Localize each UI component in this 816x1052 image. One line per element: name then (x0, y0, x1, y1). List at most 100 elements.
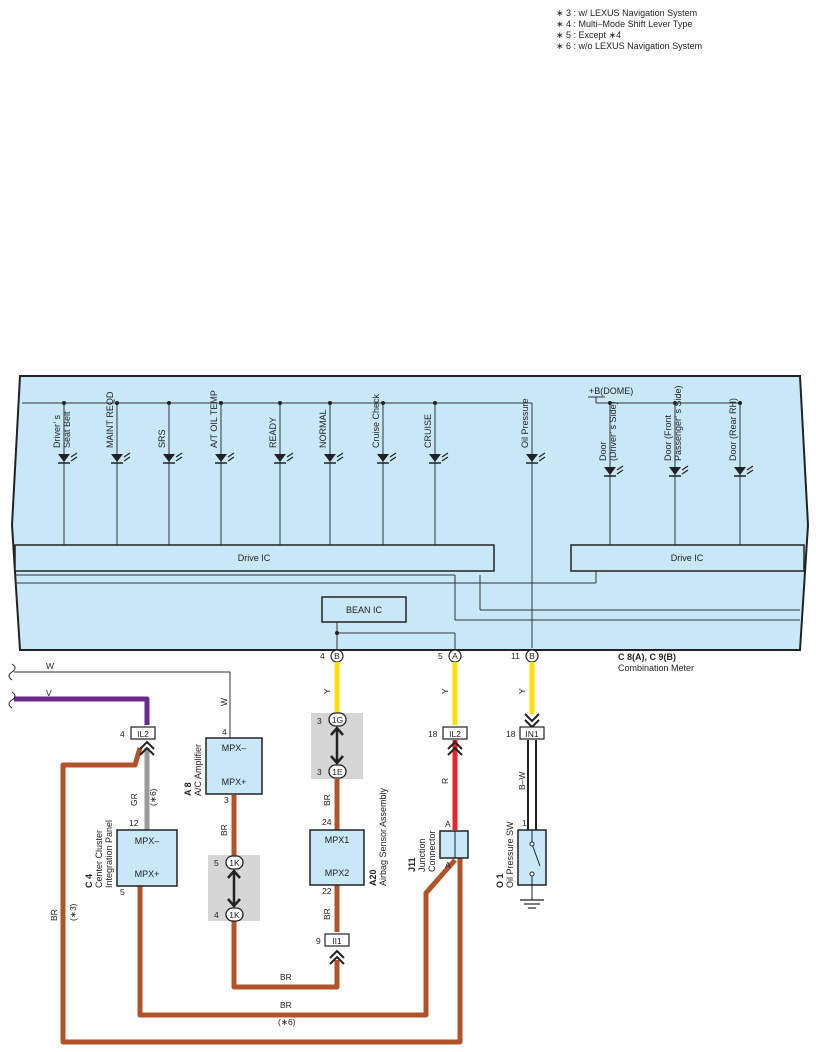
bean-ic (321, 596, 407, 623)
svg-text:Junction: Junction (417, 838, 427, 872)
led-triangle-icon (58, 454, 70, 462)
svg-text:W: W (219, 698, 229, 706)
indicator-maint-reqd: MAINT REQD (105, 391, 131, 545)
junction-1e: 3 1E (317, 764, 347, 779)
svg-text:22: 22 (322, 886, 332, 896)
wire-labels: W V W GR (∗6) BR Y BR BR Y R Y B–W BR (∗… (46, 661, 527, 1027)
svg-text:BR: BR (219, 824, 229, 836)
indicator-label: READY (268, 417, 278, 448)
indicator-label: Driver’ sSeat Belt (52, 411, 72, 448)
indicator-label: A/T OIL TEMP (209, 390, 219, 448)
drive-ic-left-label: Drive IC (238, 553, 271, 563)
bean-junction-dot (335, 631, 339, 635)
connector-ii1: 9 II1 (316, 933, 350, 965)
drive-ic-left (14, 544, 495, 572)
led-triangle-icon (377, 454, 389, 462)
drive-ic-right (570, 544, 805, 572)
led-triangle-icon (215, 454, 227, 462)
light-emission-icon (286, 452, 294, 462)
notes: ∗ 3 : w/ LEXUS Navigation System ∗ 4 : M… (556, 8, 702, 51)
svg-text:W: W (46, 661, 54, 671)
svg-text:IN1: IN1 (525, 729, 539, 739)
indicator-at-oil-temp: A/T OIL TEMP (209, 390, 235, 545)
indicator-label: CRUISE (423, 414, 433, 448)
svg-text:Connector: Connector (427, 830, 437, 872)
light-emission-icon (70, 452, 78, 462)
light-emission-icon (616, 465, 624, 475)
wire-br-c4 (137, 858, 457, 1018)
indicator-label: Cruise Check (371, 393, 381, 448)
svg-text:5: 5 (438, 651, 443, 661)
svg-text:A/C Amplifier: A/C Amplifier (193, 744, 203, 796)
meter-terminal-11b: 11 B (511, 649, 539, 663)
svg-text:A20: A20 (368, 869, 378, 886)
svg-text:Y: Y (440, 688, 450, 694)
indicator-normal: NORMAL (318, 401, 344, 545)
svg-text:3: 3 (317, 767, 322, 777)
svg-text:Y: Y (517, 688, 527, 694)
svg-text:Integration Panel: Integration Panel (104, 820, 114, 888)
arrow-1k (227, 869, 241, 908)
led-triangle-icon (324, 454, 336, 462)
svg-text:BR: BR (49, 909, 59, 921)
indicator-srs: SRS (157, 401, 183, 545)
svg-text:IL2: IL2 (137, 729, 149, 739)
component-j11: A A J11 Junction Connector (407, 819, 469, 872)
svg-text:3: 3 (317, 716, 322, 726)
note-1: ∗ 3 : w/ LEXUS Navigation System (556, 8, 697, 18)
indicator-door-driver: Door(Driver’ s Side) (598, 401, 624, 477)
connector-il2-right: 18 IL2 (428, 726, 468, 756)
indicator-seat-belt: Driver’ sSeat Belt (52, 401, 78, 545)
svg-text:B: B (529, 651, 535, 661)
svg-text:MPX–: MPX– (135, 836, 160, 846)
light-emission-icon (681, 465, 689, 475)
indicator-label: SRS (157, 429, 167, 448)
svg-text:4: 4 (120, 729, 125, 739)
svg-text:BR: BR (322, 908, 332, 920)
indicator-cruise-check: Cruise Check (371, 393, 397, 545)
svg-text:II1: II1 (332, 936, 342, 946)
indicator-ready: READY (268, 401, 294, 545)
svg-text:BR: BR (280, 972, 292, 982)
svg-text:A: A (445, 860, 451, 870)
svg-text:MPX–: MPX– (222, 743, 247, 753)
light-emission-icon (389, 452, 397, 462)
led-triangle-icon (274, 454, 286, 462)
svg-text:18: 18 (428, 729, 438, 739)
svg-text:B–W: B–W (517, 772, 527, 790)
break-mark-v (8, 691, 16, 709)
svg-text:11: 11 (511, 651, 520, 661)
svg-text:R: R (440, 778, 450, 784)
svg-text:GR: GR (129, 793, 139, 806)
led-triangle-icon (526, 454, 538, 462)
indicator-label: MAINT REQD (105, 391, 115, 448)
indicator-oil-pressure: Oil Pressure (520, 398, 546, 464)
connector-in1: 18 IN1 (506, 713, 545, 740)
svg-text:9: 9 (316, 936, 321, 946)
junction-1g: 3 1G (317, 712, 347, 727)
indicator-label: Door (Rear RH) (728, 398, 738, 461)
svg-text:1K: 1K (229, 858, 240, 868)
combination-meter-body (10, 375, 810, 651)
svg-text:(∗6): (∗6) (278, 1017, 296, 1027)
drive-ic-right-label: Drive IC (671, 553, 704, 563)
svg-text:A: A (452, 651, 458, 661)
svg-text:18: 18 (506, 729, 516, 739)
light-emission-icon (123, 452, 131, 462)
component-a8: 4 MPX– MPX+ 3 A 8 A/C Amplifier (183, 727, 263, 805)
component-a20: 24 MPX1 MPX2 22 A20 Airbag Sensor Assemb… (309, 787, 388, 896)
svg-text:C 4: C 4 (84, 874, 94, 888)
junction-1k-top: 5 1K (214, 855, 244, 870)
light-emission-icon (441, 452, 449, 462)
svg-text:Airbag Sensor Assembly: Airbag Sensor Assembly (378, 787, 388, 886)
light-emission-icon (175, 452, 183, 462)
connector-il2-left: 4 IL2 (120, 726, 156, 756)
light-emission-icon (746, 465, 754, 475)
svg-text:(∗3): (∗3) (68, 903, 78, 921)
note-2: ∗ 4 : Multi–Mode Shift Lever Type (556, 19, 692, 29)
svg-text:MPX2: MPX2 (325, 868, 350, 878)
wires (14, 662, 537, 1045)
meter-terminal-5a: 5 A (438, 649, 462, 663)
svg-text:1K: 1K (229, 910, 240, 920)
